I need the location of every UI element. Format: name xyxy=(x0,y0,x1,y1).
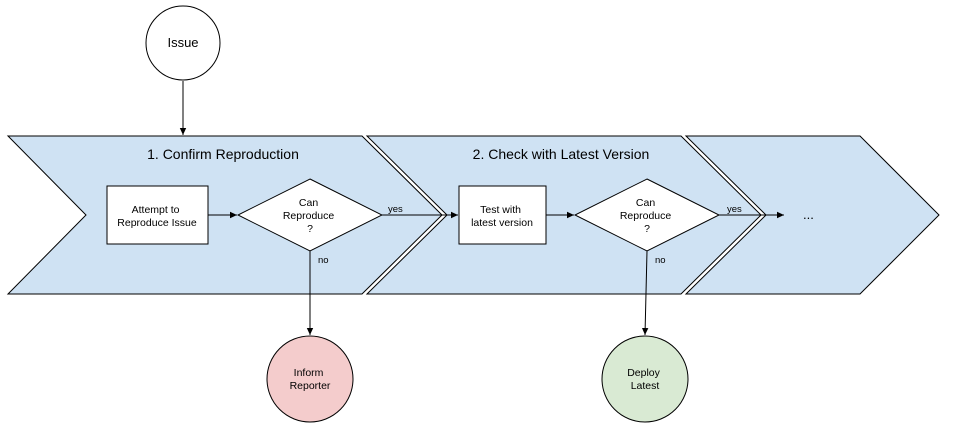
step-1-label: Attempt to Reproduce Issue xyxy=(117,204,197,229)
decision-2-no-label: no xyxy=(655,255,666,266)
step-test-latest xyxy=(458,185,547,245)
decision-1-line-3: ? xyxy=(307,223,313,235)
connector-decision2-no xyxy=(641,250,649,336)
outcome-2-line-2: Latest xyxy=(631,380,660,392)
step-2-line-1: Test with xyxy=(480,204,521,216)
outcome-2-label: Deploy Latest xyxy=(627,367,663,392)
step-attempt-reproduce xyxy=(106,185,209,245)
decision-2-line-2: Reproduce xyxy=(620,210,672,222)
start-node-label: Issue xyxy=(167,35,198,50)
outcome-2-line-1: Deploy xyxy=(627,367,660,379)
decision-1-no-label: no xyxy=(318,255,329,266)
outcome-inform-reporter xyxy=(266,335,354,423)
phase-1-title: 1. Confirm Reproduction xyxy=(147,146,299,162)
step-2-line-2: latest version xyxy=(471,217,533,229)
decision-2-line-1: Can xyxy=(636,197,655,209)
outcome-deploy-latest xyxy=(601,335,689,423)
continuation-ellipsis: ... xyxy=(803,207,814,222)
outcome-1-line-1: Inform xyxy=(294,367,324,379)
decision-1-line-2: Reproduce xyxy=(283,210,335,222)
phase-2-title: 2. Check with Latest Version xyxy=(473,146,650,162)
step-1-line-2: Reproduce Issue xyxy=(117,217,197,229)
decision-2-label: Can Reproduce ? xyxy=(620,197,674,235)
decision-1-yes-label: yes xyxy=(388,204,403,215)
outcome-1-line-2: Reporter xyxy=(290,380,331,392)
step-1-line-1: Attempt to xyxy=(132,204,180,216)
decision-1-label: Can Reproduce ? xyxy=(283,197,337,235)
decision-2-line-3: ? xyxy=(644,223,650,235)
outcome-1-label: Inform Reporter xyxy=(290,367,331,392)
decision-2-yes-label: yes xyxy=(727,204,742,215)
step-2-label: Test with latest version xyxy=(471,204,533,229)
decision-1-line-1: Can xyxy=(299,197,318,209)
start-node-issue xyxy=(145,5,221,81)
